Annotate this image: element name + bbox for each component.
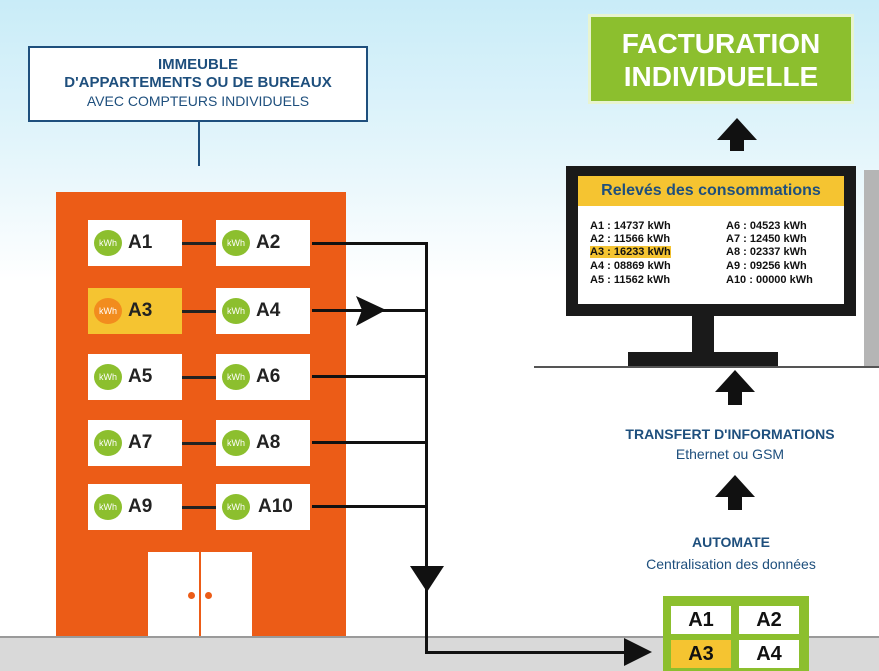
- screen-title: Relevés des consommations: [578, 176, 844, 206]
- unit-label: A1: [128, 232, 153, 253]
- unit-label: A9: [128, 496, 153, 517]
- reading-a9: A9 : 09256 kWh: [726, 260, 807, 272]
- reading-a1: A1 : 14737 kWh: [590, 220, 671, 232]
- automate-box: A1 A2 A3 A4: [663, 596, 809, 671]
- meter-connector: [182, 376, 216, 379]
- ground-line: [0, 636, 879, 639]
- unit-label: A3: [128, 300, 153, 321]
- reading-a6: A6 : 04523 kWh: [726, 220, 807, 232]
- wire-row3: [312, 375, 428, 378]
- meter-connector: [182, 310, 216, 313]
- unit-label: A6: [256, 366, 281, 387]
- building-title-line1: IMMEUBLE: [158, 56, 238, 73]
- reading-a5: A5 : 11562 kWh: [590, 274, 671, 286]
- unit-a7: kWh A7: [88, 420, 182, 466]
- meter-connector: [182, 242, 216, 245]
- kwh-meter-icon: kWh: [94, 230, 122, 256]
- automate-cell-a1: A1: [671, 606, 731, 634]
- monitor-screen: Relevés des consommations A1 : 14737 kWh…: [578, 176, 844, 304]
- unit-label: A8: [256, 432, 281, 453]
- wire-to-automate: [425, 651, 625, 654]
- unit-label: A5: [128, 366, 153, 387]
- reading-a8: A8 : 02337 kWh: [726, 246, 807, 258]
- unit-a6: kWh A6: [216, 354, 310, 400]
- building-door: [148, 552, 252, 642]
- building: kWh A1 kWh A2 kWh A3 kWh A4 kWh A5 kWh A…: [56, 192, 346, 642]
- unit-a9: kWh A9: [88, 484, 182, 530]
- reading-a7: A7 : 12450 kWh: [726, 233, 807, 245]
- arrow-right-icon: [356, 296, 386, 326]
- desk-line: [534, 366, 879, 368]
- meter-connector: [182, 442, 216, 445]
- arrow-up-icon: [715, 370, 755, 405]
- wall-panel: [864, 170, 879, 366]
- arrow-down-icon: [410, 566, 444, 592]
- unit-a8: kWh A8: [216, 420, 310, 466]
- wire-row5: [312, 505, 428, 508]
- automate-subtitle: Centralisation des données: [646, 556, 816, 572]
- unit-label: A7: [128, 432, 153, 453]
- arrow-up-icon: [715, 475, 755, 510]
- kwh-meter-icon: kWh: [222, 494, 250, 520]
- kwh-meter-icon: kWh: [94, 364, 122, 390]
- arrow-up-icon: [717, 118, 757, 151]
- wire-row1: [312, 242, 428, 245]
- kwh-meter-icon: kWh: [222, 298, 250, 324]
- reading-a10: A10 : 00000 kWh: [726, 274, 813, 286]
- kwh-meter-icon: kWh: [222, 364, 250, 390]
- unit-a10: kWh A10: [216, 484, 310, 530]
- unit-a5: kWh A5: [88, 354, 182, 400]
- building-title-box: IMMEUBLE D'APPARTEMENTS OU DE BUREAUX AV…: [28, 46, 368, 122]
- automate-cell-a3: A3: [671, 640, 731, 668]
- unit-a2: kWh A2: [216, 220, 310, 266]
- transfer-title: TRANSFERT D'INFORMATIONS: [625, 426, 835, 442]
- kwh-meter-icon: kWh: [94, 430, 122, 456]
- billing-box: FACTURATION INDIVIDUELLE: [588, 14, 854, 104]
- automate-cell-a4: A4: [739, 640, 799, 668]
- meter-connector: [182, 506, 216, 509]
- monitor: Relevés des consommations A1 : 14737 kWh…: [566, 166, 856, 316]
- kwh-meter-icon: kWh: [222, 430, 250, 456]
- arrow-right-icon: [624, 638, 652, 666]
- reading-a4: A4 : 08869 kWh: [590, 260, 671, 272]
- automate-title: AUTOMATE: [691, 534, 771, 550]
- kwh-meter-icon: kWh: [94, 298, 122, 324]
- unit-a3: kWh A3: [88, 288, 182, 334]
- unit-label: A2: [256, 232, 281, 253]
- title-connector: [198, 122, 200, 166]
- billing-line2: INDIVIDUELLE: [623, 61, 819, 92]
- unit-a4: kWh A4: [216, 288, 310, 334]
- transfer-subtitle: Ethernet ou GSM: [675, 446, 785, 462]
- wire-trunk: [425, 242, 428, 654]
- wire-row4: [312, 441, 428, 444]
- monitor-base: [628, 352, 778, 366]
- unit-label: A10: [258, 496, 293, 517]
- reading-a2: A2 : 11566 kWh: [590, 233, 671, 245]
- monitor-stand: [692, 316, 714, 356]
- kwh-meter-icon: kWh: [222, 230, 250, 256]
- unit-label: A4: [256, 300, 281, 321]
- building-title-line2: D'APPARTEMENTS OU DE BUREAUX: [64, 74, 332, 91]
- building-title-line3: AVEC COMPTEURS INDIVIDUELS: [86, 93, 310, 109]
- kwh-meter-icon: kWh: [94, 494, 122, 520]
- reading-a3: A3 : 16233 kWh: [590, 246, 671, 258]
- unit-a1: kWh A1: [88, 220, 182, 266]
- automate-cell-a2: A2: [739, 606, 799, 634]
- billing-line1: FACTURATION: [621, 28, 821, 59]
